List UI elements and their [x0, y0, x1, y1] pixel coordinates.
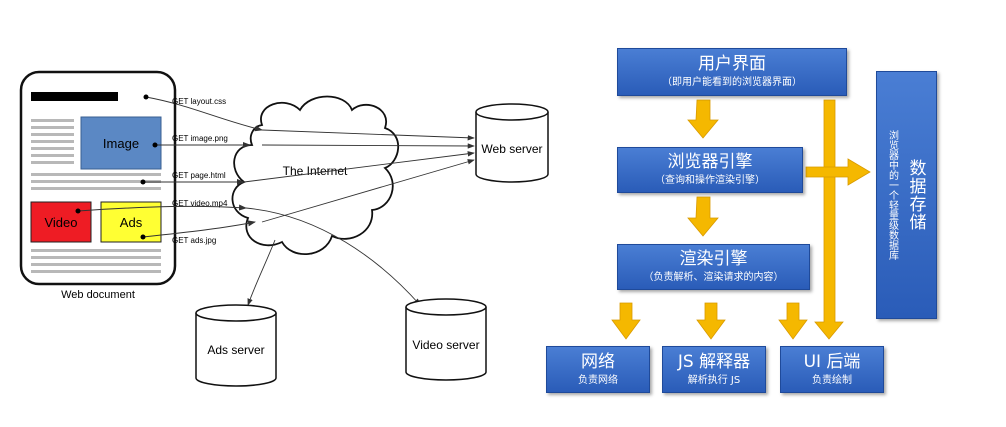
js-title: JS 解释器 [677, 351, 751, 372]
request-page: GET page.html [172, 171, 226, 180]
image-label: Image [103, 136, 139, 151]
web-server: Web server [475, 103, 549, 183]
request-video: GET video.mp4 [172, 199, 228, 208]
video-label: Video [44, 215, 77, 230]
web-request-diagram: Image Video Ads Web document The Interne… [19, 70, 549, 387]
video-block [30, 201, 92, 243]
server-arrows [243, 129, 475, 306]
text-lines [31, 119, 161, 273]
browser-engine-title: 浏览器引擎 [667, 152, 753, 172]
network-title: 网络 [581, 351, 615, 372]
render-engine-subtitle: （负责解析、渲染请求的内容） [643, 272, 784, 283]
ads-label: Ads [120, 215, 143, 230]
request-layout: GET layout.css [172, 97, 226, 106]
ads-server: Ads server [195, 304, 277, 387]
video-server-label: Video server [412, 338, 479, 352]
page-title-bar [31, 92, 118, 101]
js-subtitle: 解析执行 JS [687, 374, 741, 386]
render-engine-title: 渲染引擎 [679, 249, 748, 269]
web-document-label: Web document [61, 289, 135, 301]
internet-label: The Internet [283, 164, 348, 178]
ui-box: 用户界面 （即用户能看到的浏览器界面） [617, 48, 847, 96]
browser-engine-subtitle: （查询和操作渲染引擎） [655, 175, 765, 186]
js-interpreter-box: JS 解释器 解析执行 JS [662, 346, 766, 393]
web-document-frame [19, 70, 177, 286]
request-dots [75, 94, 158, 240]
storage-subtitle: 浏览器中的一个轻量级数据库 [886, 130, 898, 260]
image-block [80, 116, 162, 170]
request-ads: GET ads.jpg [172, 236, 216, 245]
video-server: Video server [405, 298, 487, 381]
data-storage-box: 浏览器中的一个轻量级数据库 数据存储 [876, 71, 937, 319]
storage-title: 数据存储 [905, 159, 926, 231]
ads-server-label: Ads server [207, 343, 264, 357]
ui-title: 用户界面 [698, 54, 766, 74]
ui-subtitle: （即用户能看到的浏览器界面） [662, 77, 802, 88]
network-box: 网络 负责网络 [546, 346, 650, 393]
network-subtitle: 负责网络 [578, 374, 618, 386]
backend-subtitle: 负责绘制 [812, 374, 852, 386]
web-server-label: Web server [481, 142, 542, 156]
request-arrows [77, 96, 263, 238]
render-engine-box: 渲染引擎 （负责解析、渲染请求的内容） [617, 244, 810, 290]
request-image: GET image.png [172, 134, 228, 143]
backend-title: UI 后端 [803, 351, 861, 372]
browser-engine-box: 浏览器引擎 （查询和操作渲染引擎） [617, 147, 803, 193]
ui-backend-box: UI 后端 负责绘制 [780, 346, 884, 393]
